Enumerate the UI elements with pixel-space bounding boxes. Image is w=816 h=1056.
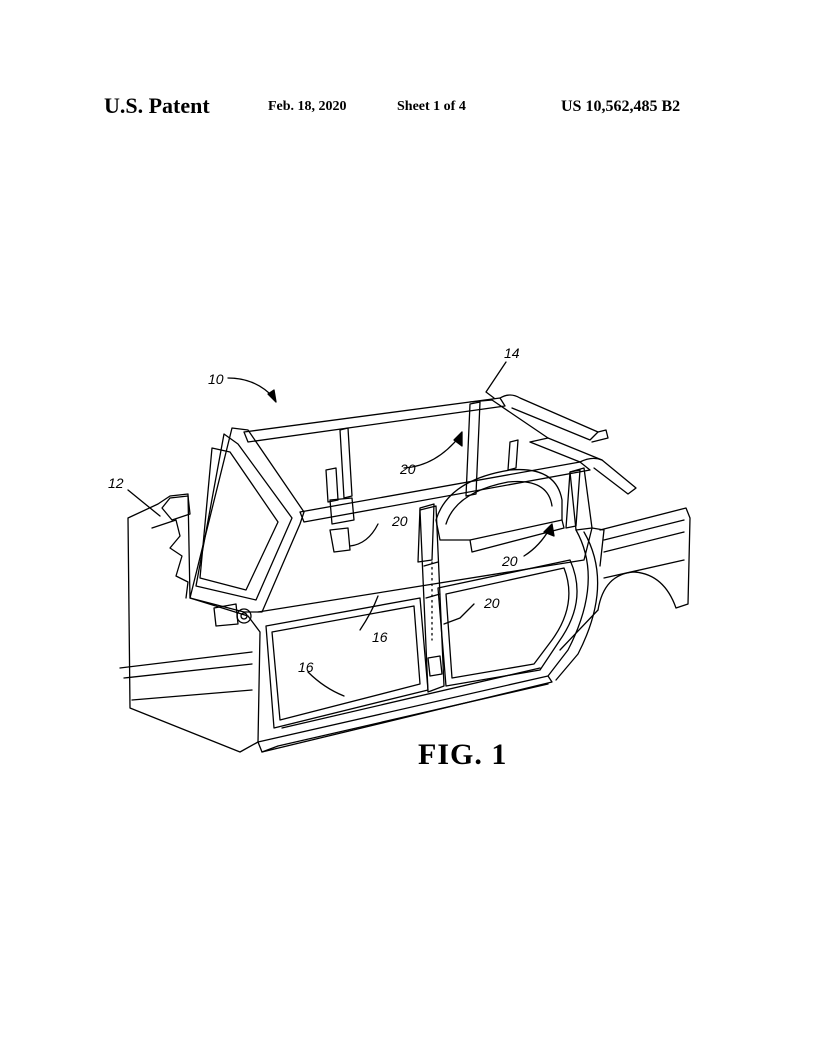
ref-14: 14 xyxy=(504,345,520,361)
interior-wheelhouse xyxy=(329,468,565,553)
side-body xyxy=(257,467,605,753)
figure-label: FIG. 1 xyxy=(418,738,508,771)
ref-12: 12 xyxy=(108,475,124,491)
roll-bar-uprights xyxy=(325,401,581,563)
ref-20-pillar: 20 xyxy=(483,595,500,611)
patent-number: US 10,562,485 B2 xyxy=(561,98,681,115)
reference-leaders xyxy=(127,361,555,697)
ref-16-upper: 16 xyxy=(372,629,388,645)
ref-10: 10 xyxy=(208,371,224,387)
ref-16-lower: 16 xyxy=(298,659,314,675)
patent-label: U.S. Patent xyxy=(104,93,210,118)
ref-20-rear: 20 xyxy=(501,553,518,569)
windshield xyxy=(189,427,305,613)
front-cowl xyxy=(119,493,261,753)
patent-date: Feb. 18, 2020 xyxy=(268,99,347,114)
ref-20-roof: 20 xyxy=(399,461,416,477)
ref-20-front: 20 xyxy=(391,513,408,529)
roof-frame xyxy=(243,394,637,523)
rear-quarter xyxy=(559,507,691,651)
sheet-number: Sheet 1 of 4 xyxy=(397,99,466,114)
